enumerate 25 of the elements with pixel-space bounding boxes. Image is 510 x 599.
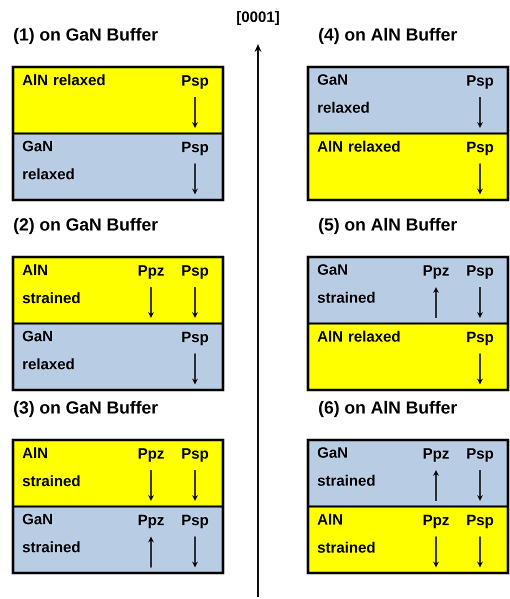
polarization-label: Psp <box>467 265 494 279</box>
heading: (4) on AlN Buffer <box>319 28 457 44</box>
heading: (3) on GaN Buffer <box>14 400 158 418</box>
polarization-label: Ppz <box>424 265 449 279</box>
polarization-label: Ppz <box>138 448 164 462</box>
heading: (1) on GaN Buffer <box>14 28 158 44</box>
heading: (5) on AlN Buffer <box>319 218 457 234</box>
polarization-label: Psp <box>182 448 208 462</box>
polarization-label: Psp <box>467 142 494 156</box>
polarization-label: Ppz <box>138 265 164 279</box>
polarization-label: Psp <box>467 448 494 462</box>
polarization-label: Psp <box>467 332 494 346</box>
polarization-label: Psp <box>182 142 208 156</box>
polarization-label: Ppz <box>138 514 164 528</box>
polarization-label: Psp <box>182 265 208 279</box>
heading: (6) on AlN Buffer <box>319 400 457 418</box>
polarization-label: Psp <box>467 75 494 89</box>
polarization-label: Psp <box>182 332 208 346</box>
polarization-label: Psp <box>467 514 494 528</box>
axis-label: [0001] <box>237 11 279 25</box>
polarization-label: Psp <box>182 514 208 528</box>
polarization-label: Psp <box>182 75 208 89</box>
polarization-label: Ppz <box>424 514 449 528</box>
heading: (2) on GaN Buffer <box>14 218 158 234</box>
polarization-label: Ppz <box>424 448 449 462</box>
